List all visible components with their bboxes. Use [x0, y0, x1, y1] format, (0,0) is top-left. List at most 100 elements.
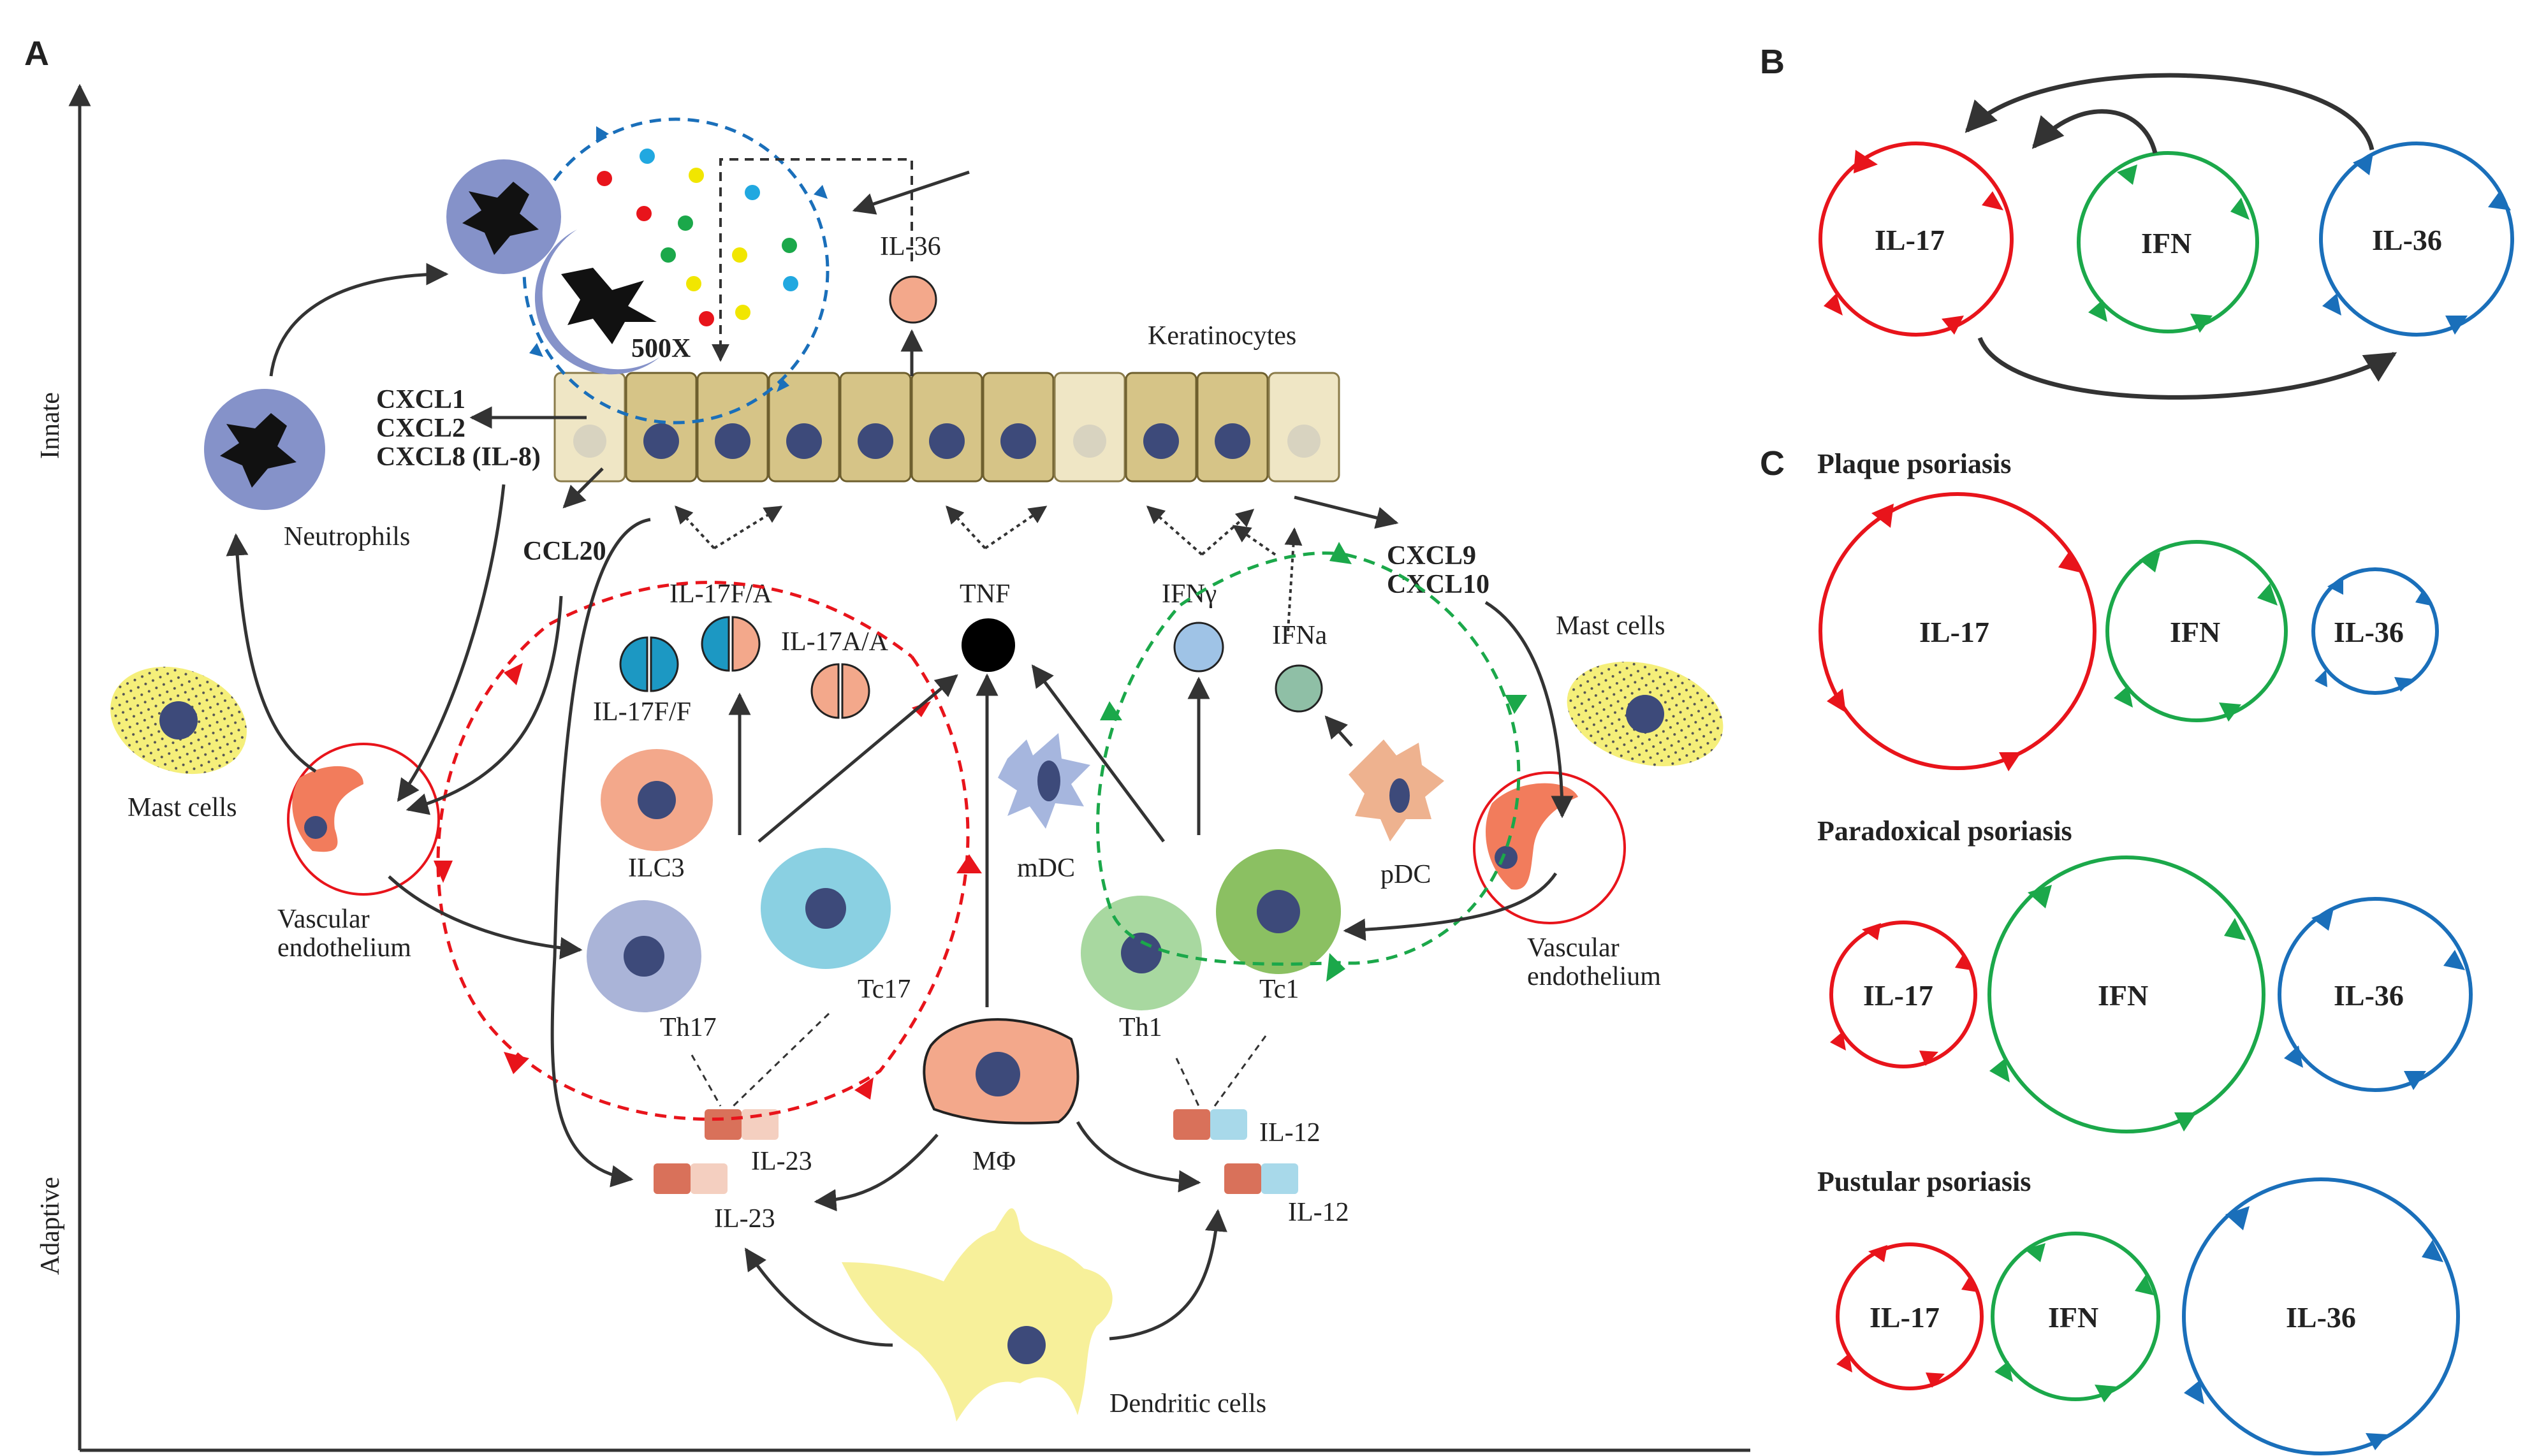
- neutrophil-cell-bottom: [204, 389, 325, 510]
- il36-label: IL-36: [880, 232, 941, 261]
- tc1-label: Tc1: [1259, 975, 1299, 1004]
- panel-b-arrows: [1965, 73, 2397, 400]
- plaque-il17: IL-17: [1919, 616, 1989, 648]
- paradoxical-il36-ring: [2278, 897, 2473, 1092]
- tc1-cell: [1216, 849, 1341, 974]
- ilc3-label: ILC3: [628, 854, 685, 883]
- panel-a: A Innate Adaptive: [24, 34, 1750, 1452]
- paradoxical-il17-ring: [1829, 921, 1977, 1068]
- il12-receptor-b: [1224, 1163, 1298, 1194]
- macrophage-label: MΦ: [972, 1147, 1016, 1176]
- il12-label-b: IL-12: [1288, 1198, 1349, 1227]
- axis-innate: Innate: [36, 392, 65, 459]
- panel-b: B IL-17 IFN IL-36: [1760, 43, 2514, 400]
- vascular-endothelium-left: [287, 743, 440, 896]
- plaque-ifn-ring: [2105, 540, 2288, 722]
- mast-right-label: Mast cells: [1556, 611, 1665, 641]
- plaque-ifn: IFN: [2170, 616, 2220, 648]
- il12-receptor-a: [1173, 1109, 1247, 1140]
- panel-b-il36-ring: [2319, 142, 2514, 337]
- mdc-cell: [998, 733, 1090, 829]
- ifng-label: IFNγ: [1162, 579, 1217, 609]
- pustular-il17-ring: [1836, 1242, 1984, 1390]
- il12-label-a: IL-12: [1259, 1118, 1321, 1147]
- panel-c: C Plaque psoriasis IL-17 IFN IL-36: [1760, 444, 2473, 1455]
- dotted-arrows: [675, 505, 1303, 632]
- panel-a-label: A: [24, 34, 49, 73]
- ifn-loop-a: [1096, 542, 1527, 982]
- panel-b-ifn: IFN: [2141, 227, 2192, 259]
- pustular-ifn-ring: [1991, 1232, 2160, 1402]
- panel-b-il36: IL-36: [2372, 224, 2442, 256]
- panel-c-label: C: [1760, 444, 1785, 483]
- plaque-il36: IL-36: [2334, 616, 2404, 648]
- cxcl9-label: CXCL9: [1387, 541, 1476, 571]
- vascular-endothelium-right: [1473, 771, 1626, 924]
- pdc-label: pDC: [1380, 860, 1431, 889]
- axis-adaptive: Adaptive: [36, 1177, 65, 1275]
- neutrophil-magnified: [522, 117, 830, 425]
- il23-label-b: IL-23: [714, 1204, 775, 1234]
- panel-b-label: B: [1760, 43, 1785, 81]
- pustular-title: Pustular psoriasis: [1817, 1166, 2031, 1197]
- tc17-label: Tc17: [858, 975, 911, 1004]
- il23-receptor-b: [654, 1163, 728, 1194]
- dashed-connectors: [691, 1012, 1267, 1107]
- tnf-label: TNF: [960, 579, 1010, 609]
- ifna-cytokine: [1275, 664, 1323, 713]
- paradoxical-ifn-ring: [1987, 855, 2265, 1133]
- il17ff-cytokine: [619, 636, 679, 692]
- vasc-left-label-1: Vascular: [277, 905, 370, 934]
- plaque-il36-ring: [2311, 567, 2439, 695]
- cxcl2-label: CXCL2: [376, 414, 465, 443]
- cxcl10-label: CXCL10: [1387, 570, 1489, 599]
- pustular-il17: IL-17: [1870, 1301, 1940, 1334]
- il23-label-a: IL-23: [751, 1147, 812, 1176]
- macrophage-cell: [923, 1018, 1079, 1125]
- panel-b-il17: IL-17: [1875, 224, 1945, 256]
- keratinocytes-label: Keratinocytes: [1148, 321, 1296, 351]
- vasc-left-label-2: endothelium: [277, 933, 411, 963]
- ilc3-cell: [601, 749, 713, 851]
- vasc-right-label-2: endothelium: [1527, 962, 1661, 991]
- panel-b-ifn-ring: [2077, 151, 2259, 333]
- mdc-label: mDC: [1017, 854, 1075, 883]
- tnf-cytokine: [962, 618, 1015, 672]
- il17fa-cytokine: [701, 616, 761, 672]
- vasc-right-label-1: Vascular: [1527, 933, 1620, 963]
- tc17-cell: [761, 848, 891, 969]
- pustular-il36-ring: [2182, 1177, 2460, 1455]
- il17ff-label: IL-17F/F: [593, 697, 691, 727]
- feedback-dashed-arrow: [712, 158, 913, 362]
- il23-receptor-a: [705, 1109, 779, 1140]
- dendritic-cell: [842, 1208, 1113, 1422]
- mast-cell-left: [110, 666, 247, 775]
- paradoxical-ifn: IFN: [2098, 979, 2148, 1012]
- plaque-il17-ring: [1819, 492, 2097, 771]
- th1-label: Th1: [1119, 1013, 1162, 1042]
- magnification-label: 500X: [631, 334, 691, 363]
- paradoxical-title: Paradoxical psoriasis: [1817, 815, 2072, 847]
- ifna-label: IFNa: [1272, 621, 1328, 650]
- pustular-ifn: IFN: [2048, 1301, 2098, 1334]
- il36-cytokine: [889, 275, 937, 324]
- pdc-cell: [1349, 739, 1444, 841]
- mast-cell-right: [1567, 662, 1723, 766]
- solid-arrows: [226, 170, 1574, 1347]
- mast-left-label: Mast cells: [128, 793, 237, 822]
- th17-cell: [587, 900, 701, 1012]
- ifng-cytokine: [1173, 622, 1224, 673]
- cxcl1-label: CXCL1: [376, 385, 465, 414]
- il17aa-cytokine: [810, 663, 870, 719]
- ccl20-label: CCL20: [523, 537, 606, 566]
- th1-cell: [1081, 896, 1202, 1010]
- panel-b-il17-ring: [1819, 142, 2014, 337]
- neutrophil-cell-top: [446, 159, 561, 274]
- neutrophils-label: Neutrophils: [284, 522, 410, 551]
- il17-loop-a: [434, 581, 982, 1121]
- pustular-il36: IL-36: [2286, 1301, 2356, 1334]
- paradoxical-il36: IL-36: [2334, 979, 2404, 1012]
- cxcl8-label: CXCL8 (IL-8): [376, 442, 541, 472]
- dendritic-label: Dendritic cells: [1109, 1389, 1266, 1418]
